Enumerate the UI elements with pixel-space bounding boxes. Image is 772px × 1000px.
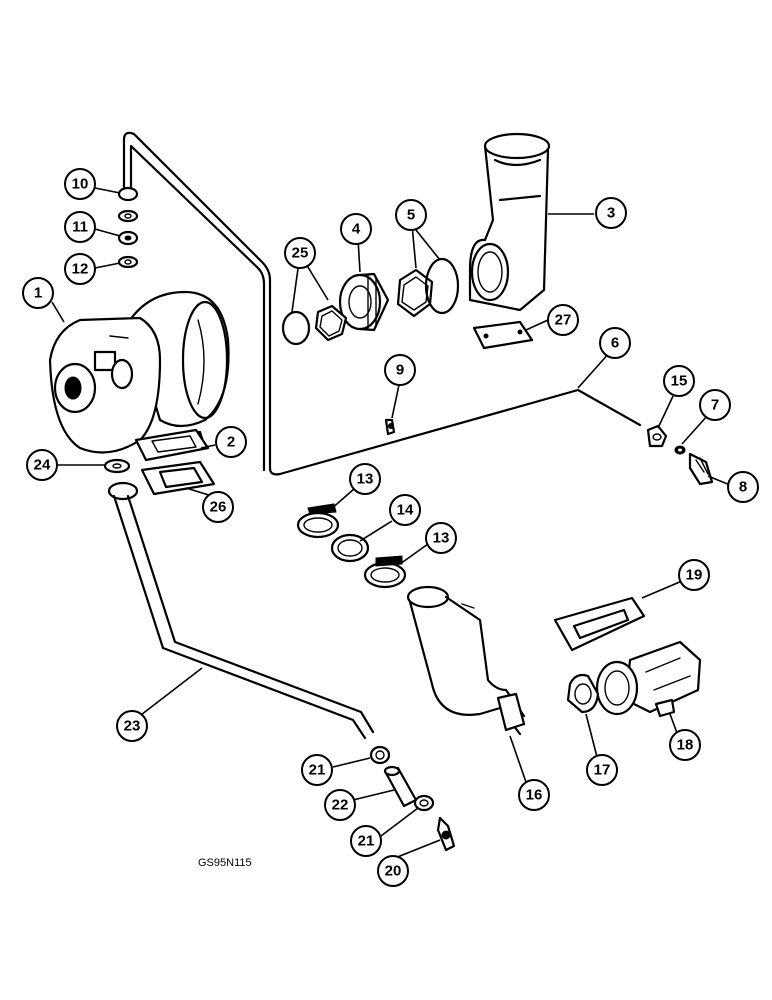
svg-text:27: 27 bbox=[555, 312, 572, 329]
callout-19: 19 bbox=[678, 559, 710, 591]
oil-drain-tube-23 bbox=[107, 481, 375, 740]
svg-text:11: 11 bbox=[72, 219, 88, 236]
callout-14: 14 bbox=[389, 494, 421, 526]
callouts: 1 2 3 4 5 6 7 8 9 10 11 12 13 14 13 15 1… bbox=[22, 168, 759, 887]
svg-text:16: 16 bbox=[526, 787, 543, 804]
callout-17: 17 bbox=[586, 754, 618, 786]
svg-text:2: 2 bbox=[227, 434, 235, 451]
seal-ring-5b bbox=[424, 257, 460, 315]
svg-text:8: 8 bbox=[739, 479, 747, 496]
callout-9: 9 bbox=[384, 354, 416, 386]
svg-text:1: 1 bbox=[34, 285, 42, 302]
svg-text:26: 26 bbox=[210, 499, 227, 516]
callout-6: 6 bbox=[599, 327, 631, 359]
gasket-19 bbox=[553, 596, 646, 652]
turbo-gasket-2 bbox=[134, 428, 210, 462]
hose-clamp-21b bbox=[413, 794, 435, 812]
callout-10: 10 bbox=[64, 168, 96, 200]
elbow-8 bbox=[688, 452, 714, 486]
callout-5: 5 bbox=[395, 199, 427, 231]
coupling-4 bbox=[338, 272, 390, 332]
figure-code: GS95N115 bbox=[198, 857, 252, 869]
svg-text:21: 21 bbox=[358, 833, 375, 850]
gasket-24 bbox=[103, 458, 131, 474]
gasket-10 bbox=[117, 209, 139, 223]
svg-text:5: 5 bbox=[407, 207, 415, 224]
callout-15: 15 bbox=[663, 365, 695, 397]
gasket-12 bbox=[117, 255, 139, 269]
callout-25: 25 bbox=[284, 237, 316, 269]
svg-text:12: 12 bbox=[72, 261, 89, 278]
hose-clamp-13b bbox=[363, 555, 407, 589]
svg-text:9: 9 bbox=[396, 362, 404, 379]
oil-line-flange bbox=[117, 186, 139, 202]
svg-text:25: 25 bbox=[292, 245, 309, 262]
o-ring-7 bbox=[674, 445, 686, 455]
callout-26: 26 bbox=[202, 491, 234, 523]
hose-clamp-21a bbox=[369, 745, 391, 765]
callout-4: 4 bbox=[340, 213, 372, 245]
gasket-27 bbox=[472, 320, 534, 350]
callout-24: 24 bbox=[26, 449, 58, 481]
callout-21b: 21 bbox=[350, 825, 382, 857]
hose-clamp-13a bbox=[296, 503, 340, 539]
callout-22: 22 bbox=[324, 789, 356, 821]
hose-14 bbox=[330, 533, 370, 563]
svg-text:19: 19 bbox=[686, 567, 703, 584]
svg-text:7: 7 bbox=[711, 397, 719, 414]
svg-text:14: 14 bbox=[397, 502, 414, 519]
svg-text:24: 24 bbox=[34, 457, 51, 474]
nut-15 bbox=[646, 424, 668, 448]
svg-text:23: 23 bbox=[124, 718, 141, 735]
svg-text:10: 10 bbox=[72, 176, 89, 193]
adapter-plate-26 bbox=[140, 460, 216, 496]
hose-22 bbox=[383, 765, 418, 808]
svg-text:21: 21 bbox=[309, 762, 326, 779]
turbocharger bbox=[48, 290, 230, 460]
svg-text:20: 20 bbox=[385, 863, 402, 880]
callout-13b: 13 bbox=[425, 522, 457, 554]
svg-text:22: 22 bbox=[332, 797, 349, 814]
callout-21a: 21 bbox=[301, 754, 333, 786]
callout-3: 3 bbox=[595, 197, 627, 229]
callout-8: 8 bbox=[727, 471, 759, 503]
svg-text:15: 15 bbox=[671, 373, 688, 390]
elbow-3 bbox=[468, 132, 551, 312]
callout-16: 16 bbox=[518, 779, 550, 811]
fitting-9 bbox=[384, 418, 396, 436]
svg-text:3: 3 bbox=[607, 205, 615, 222]
callout-7: 7 bbox=[699, 389, 731, 421]
callout-13a: 13 bbox=[349, 463, 381, 495]
callout-20: 20 bbox=[377, 855, 409, 887]
intake-pipe-16 bbox=[406, 585, 526, 736]
seal-ring-25a bbox=[314, 304, 348, 342]
outlet-housing-18 bbox=[595, 640, 702, 718]
svg-text:4: 4 bbox=[352, 221, 361, 238]
oil-supply-line bbox=[117, 131, 642, 476]
callout-27: 27 bbox=[547, 304, 579, 336]
gasket-17 bbox=[566, 673, 600, 714]
svg-text:13: 13 bbox=[357, 471, 374, 488]
seal-ring-25b bbox=[281, 310, 311, 346]
callout-23: 23 bbox=[116, 710, 148, 742]
svg-text:17: 17 bbox=[594, 762, 611, 779]
svg-text:13: 13 bbox=[433, 530, 450, 547]
callout-11: 11 bbox=[64, 211, 96, 243]
callout-18: 18 bbox=[669, 729, 701, 761]
svg-text:18: 18 bbox=[677, 737, 694, 754]
callout-1: 1 bbox=[22, 277, 54, 309]
gasket-11 bbox=[117, 230, 139, 246]
callout-2: 2 bbox=[215, 426, 247, 458]
elbow-fitting-20 bbox=[436, 816, 456, 852]
callout-12: 12 bbox=[64, 253, 96, 285]
svg-text:6: 6 bbox=[611, 335, 619, 352]
